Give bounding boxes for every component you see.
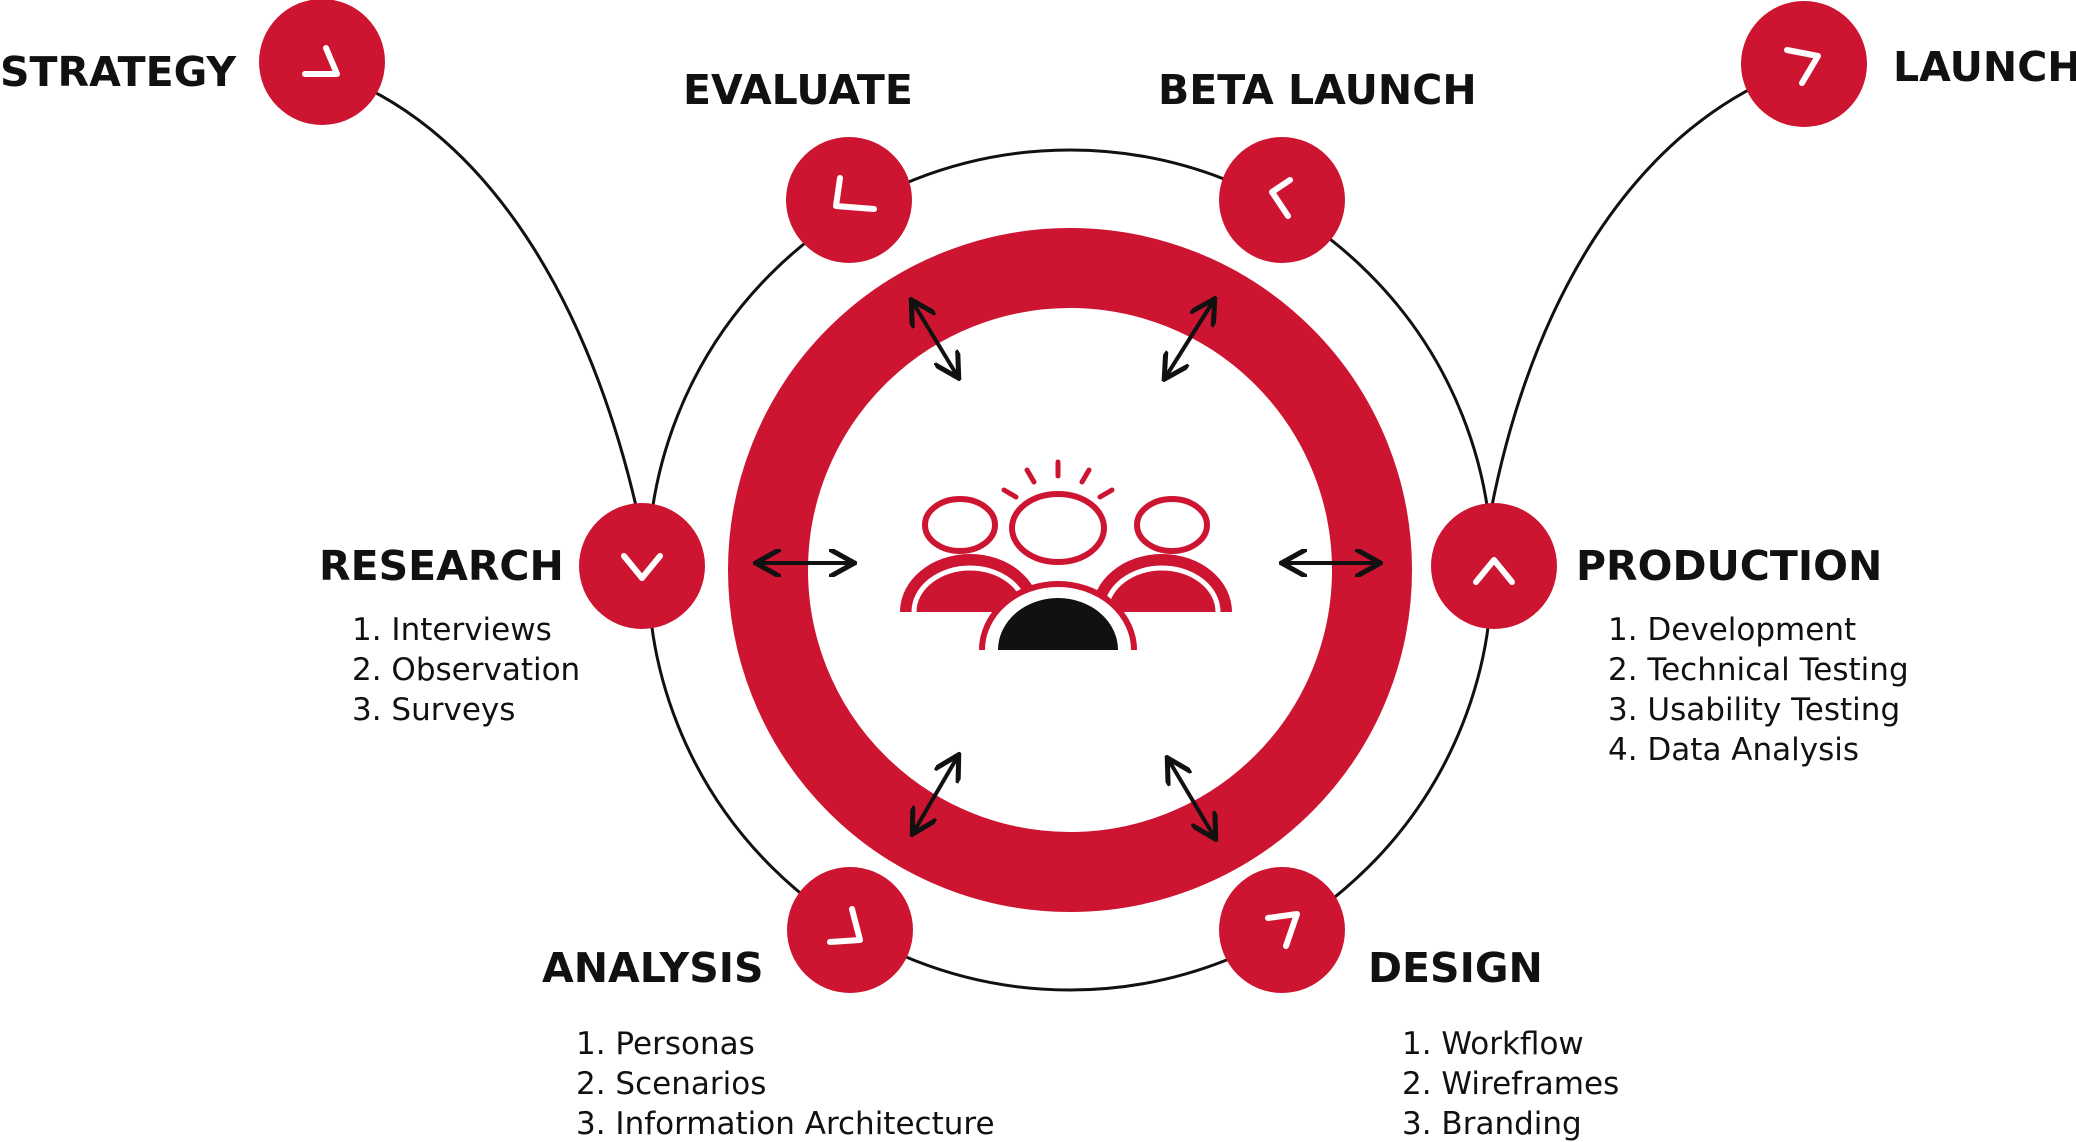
analysis-items: 1. Personas 2. Scenarios 3. Information … [576,1026,995,1142]
list-item: 2. Wireframes [1402,1066,1619,1102]
strategy-label: STRATEGY [0,48,237,96]
beta-launch-label: BETA LAUNCH [1158,66,1477,114]
strategy-node [259,0,385,125]
chevron-down-icon [302,45,340,77]
list-item: 3. Information Architecture [576,1106,995,1142]
strategy-connector [321,68,650,565]
list-item: 3. Surveys [352,692,515,728]
list-item: 1. Development [1608,612,1856,648]
list-item: 2. Technical Testing [1608,652,1909,688]
arrow-bottom-right [1168,759,1215,838]
launch-label: LAUNCH [1893,43,2076,91]
production-label: PRODUCTION [1576,542,1882,590]
arrow-top-right [1165,300,1214,378]
list-item: 3. Usability Testing [1608,692,1900,728]
arrows [757,300,1379,838]
list-item: 1. Interviews [352,612,552,648]
design-node [1219,867,1345,993]
launch-connector [1480,64,1805,565]
analysis-node [787,867,913,993]
chevron-up-icon [1473,557,1515,585]
beta-launch-node [1219,137,1345,263]
list-item: 2. Scenarios [576,1066,766,1102]
production-node [1431,503,1557,629]
chevron-right-icon [1784,47,1821,86]
research-items: 1. Interviews 2. Observation 3. Surveys [352,612,580,728]
list-item: 2. Observation [352,652,580,688]
chevron-down-icon [621,553,663,581]
evaluate-node [786,137,912,263]
arrow-bottom-left [913,756,958,833]
list-item: 1. Workflow [1402,1026,1584,1062]
list-item: 4. Data Analysis [1608,732,1859,768]
launch-node [1741,1,1867,127]
research-node [579,503,705,629]
team-people-icon [900,459,1232,651]
chevron-right-icon [827,906,863,945]
list-item: 1. Personas [576,1026,755,1062]
chevron-left-icon [833,175,877,212]
chevron-right-icon [1265,911,1300,949]
chevron-left-icon [1269,177,1293,219]
design-label: DESIGN [1368,944,1543,992]
research-label: RESEARCH [319,542,564,590]
inner-red-ring [728,228,1412,912]
production-items: 1. Development 2. Technical Testing 3. U… [1608,612,1909,768]
design-items: 1. Workflow 2. Wireframes 3. Branding [1402,1026,1619,1142]
arrow-top-left [912,301,958,377]
analysis-label: ANALYSIS [542,944,764,992]
evaluate-label: EVALUATE [683,66,913,114]
list-item: 3. Branding [1402,1106,1582,1142]
